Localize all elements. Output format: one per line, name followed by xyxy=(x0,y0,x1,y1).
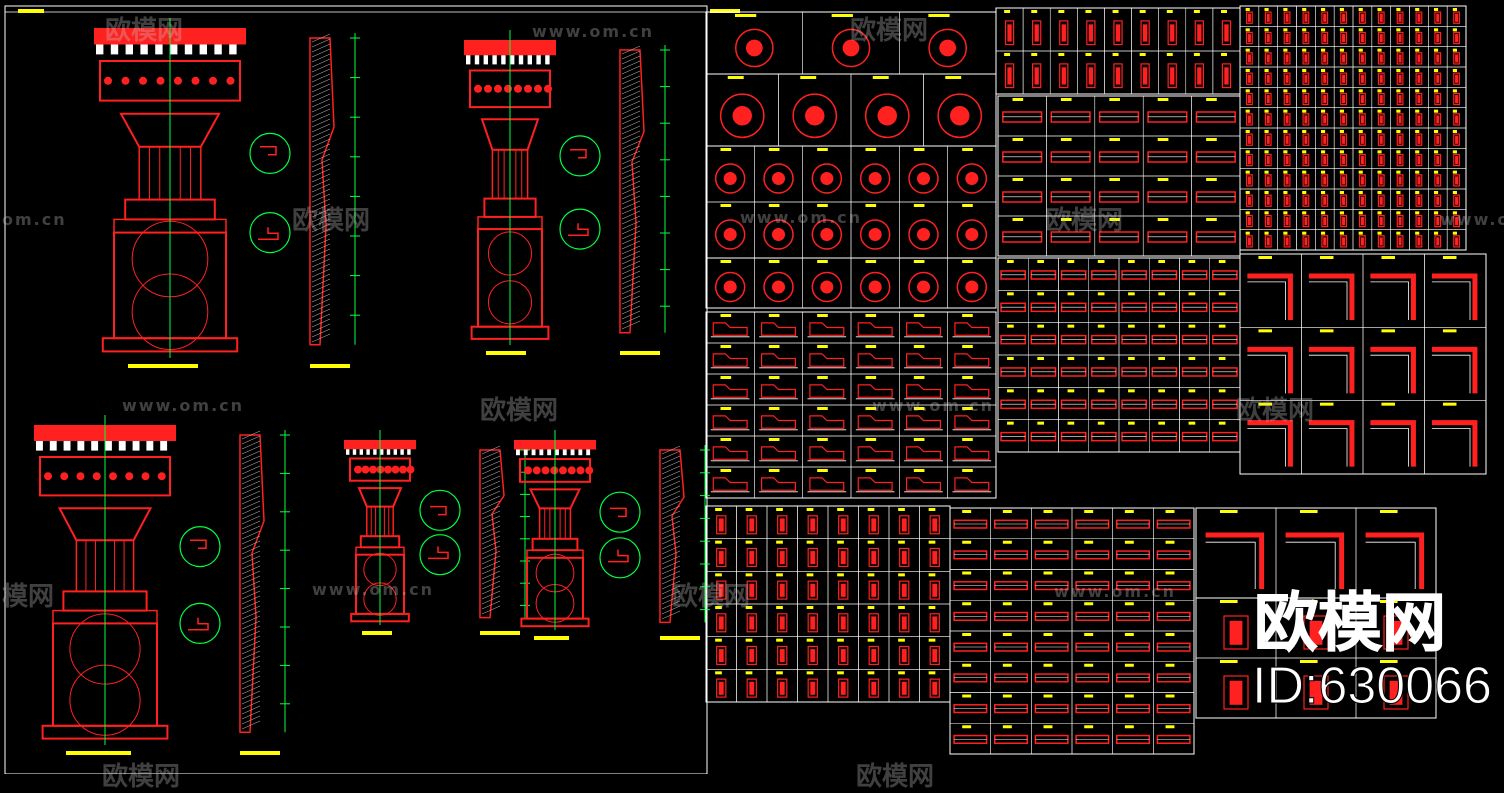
title-block-tag xyxy=(18,9,44,13)
panel-small-parts-grid xyxy=(1239,5,1467,251)
panel-rosettes xyxy=(705,145,997,259)
column-elevation-tuscan xyxy=(344,430,530,635)
panel-door-casings xyxy=(949,507,1195,755)
watermark-brand: 欧模网 xyxy=(1045,206,1124,236)
watermark-url: www.om.cn xyxy=(740,208,863,227)
panel-architrave-sections xyxy=(705,505,951,703)
watermark-brand: 欧模网 xyxy=(292,206,371,236)
panel-casing-corners xyxy=(1195,507,1437,599)
title-block-tag-right xyxy=(710,9,740,13)
watermark-url: www.om.cn xyxy=(312,580,435,599)
watermark-brand: 欧模网 xyxy=(850,16,929,46)
panel-casing-details xyxy=(1195,597,1437,719)
column-elevation-composite xyxy=(34,415,290,755)
ornament-panels-group xyxy=(705,5,1487,755)
model-id-stamp: ID:630066 xyxy=(1252,657,1493,715)
column-elevations-group xyxy=(34,18,710,755)
column-elevation-corinthian xyxy=(94,18,360,368)
panel-baluster-sections xyxy=(995,7,1241,95)
column-elevation-ionic xyxy=(464,30,670,355)
watermark-brand: 欧模网 xyxy=(105,16,184,46)
watermark-url: www.om.cn xyxy=(1440,210,1504,229)
watermark-url: www.om.cn xyxy=(872,396,995,415)
watermark-url: www.om.cn xyxy=(1054,582,1177,601)
watermark-brand: 模网 xyxy=(2,582,55,612)
watermark-brand: 欧模网 xyxy=(480,396,559,426)
panel-trim-mouldings xyxy=(997,257,1241,453)
panel-carved-appliques xyxy=(705,11,997,75)
watermark-url: www.om.cn xyxy=(122,396,245,415)
watermark-brand: 欧模网 xyxy=(102,762,181,792)
watermark-url: om.cn xyxy=(2,210,67,229)
panel-frame-corners xyxy=(1239,253,1487,475)
watermark-brand: 欧模网 xyxy=(856,762,935,792)
brand-stamp: 欧模网 xyxy=(1254,587,1447,661)
panel-moulding-profiles xyxy=(705,311,997,499)
left-drawing-frame xyxy=(4,5,708,774)
watermark-url: www.om.cn xyxy=(532,22,655,41)
panel-medallions xyxy=(705,73,997,147)
cad-drawing-canvas[interactable] xyxy=(0,0,1504,774)
column-elevation-doric xyxy=(514,430,710,640)
watermark-brand: 欧模网 xyxy=(1236,396,1315,426)
watermark-brand: 欧模网 xyxy=(672,582,751,612)
panel-small-rosettes xyxy=(705,257,997,309)
